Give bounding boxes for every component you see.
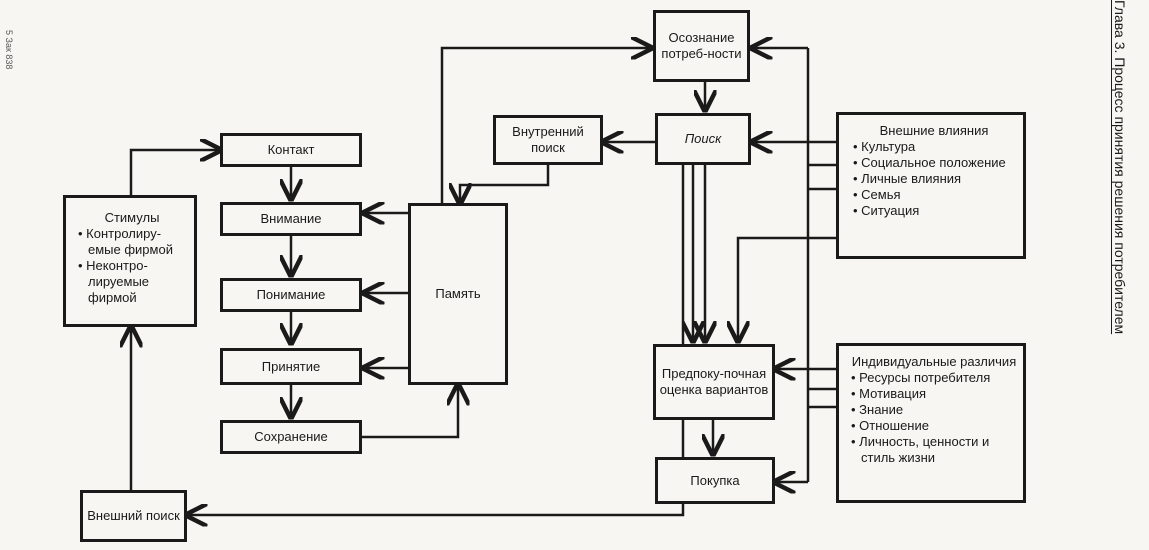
pre-purchase-evaluation-box: Предпоку-почная оценка вариантов xyxy=(653,344,775,420)
individual-difference-item: Мотивация xyxy=(851,386,928,402)
individual-differences-title: Индивидуальные различия xyxy=(851,354,1017,369)
memory-label: Память xyxy=(435,286,481,301)
comprehension-label: Понимание xyxy=(256,287,326,302)
external-search-box: Внешний поиск xyxy=(80,490,187,542)
retention-label: Сохранение xyxy=(254,429,328,444)
internal-search-box: Внутренний поиск xyxy=(493,115,603,165)
individual-differences-box: Индивидуальные различия Ресурсы потребит… xyxy=(836,343,1026,503)
individual-difference-item: Отношение xyxy=(851,418,931,434)
chapter-title: Глава 3. Процесс принятия решения потреб… xyxy=(1112,0,1128,335)
stimuli-item: Неконтро-лируемые фирмой xyxy=(78,258,186,306)
stimuli-item: Контролиру-емые фирмой xyxy=(78,226,186,258)
individual-difference-item: Личность, ценности и стиль жизни xyxy=(851,434,1017,466)
internal-search-label: Внутренний поиск xyxy=(512,124,584,155)
external-influence-item: Культура xyxy=(853,139,917,155)
purchase-label: Покупка xyxy=(690,472,740,488)
stimuli-title: Стимулы xyxy=(104,210,160,225)
external-influences-box: Внешние влияния Культура Социальное поло… xyxy=(836,112,1026,259)
need-recognition-label: Осознание потреб-ности xyxy=(661,30,742,61)
purchase-box: Покупка xyxy=(655,457,775,504)
external-search-label: Внешний поиск xyxy=(87,508,180,523)
pre-purchase-evaluation-label: Предпоку-почная оценка вариантов xyxy=(659,366,769,397)
external-influence-item: Ситуация xyxy=(853,203,921,219)
search-label: Поиск xyxy=(684,131,722,146)
external-influences-title: Внешние влияния xyxy=(879,123,989,138)
retention-box: Сохранение xyxy=(220,420,362,454)
attention-box: Внимание xyxy=(220,202,362,236)
external-influence-item: Семья xyxy=(853,187,902,203)
acceptance-box: Принятие xyxy=(220,348,362,385)
individual-difference-item: Ресурсы потребителя xyxy=(851,370,990,386)
stimuli-box: Стимулы Контролиру-емые фирмой Неконтро-… xyxy=(63,195,197,327)
external-influence-item: Социальное положение xyxy=(853,155,1006,171)
contact-label: Контакт xyxy=(267,142,315,157)
attention-label: Внимание xyxy=(260,211,322,226)
external-influence-item: Личные влияния xyxy=(853,171,961,187)
search-box: Поиск xyxy=(655,113,751,165)
individual-difference-item: Знание xyxy=(851,402,905,418)
contact-box: Контакт xyxy=(220,133,362,167)
margin-note: 5 Зак 838 xyxy=(4,30,14,70)
acceptance-label: Принятие xyxy=(261,358,321,374)
need-recognition-box: Осознание потреб-ности xyxy=(653,10,750,82)
memory-box: Память xyxy=(408,203,508,385)
comprehension-box: Понимание xyxy=(220,278,362,312)
